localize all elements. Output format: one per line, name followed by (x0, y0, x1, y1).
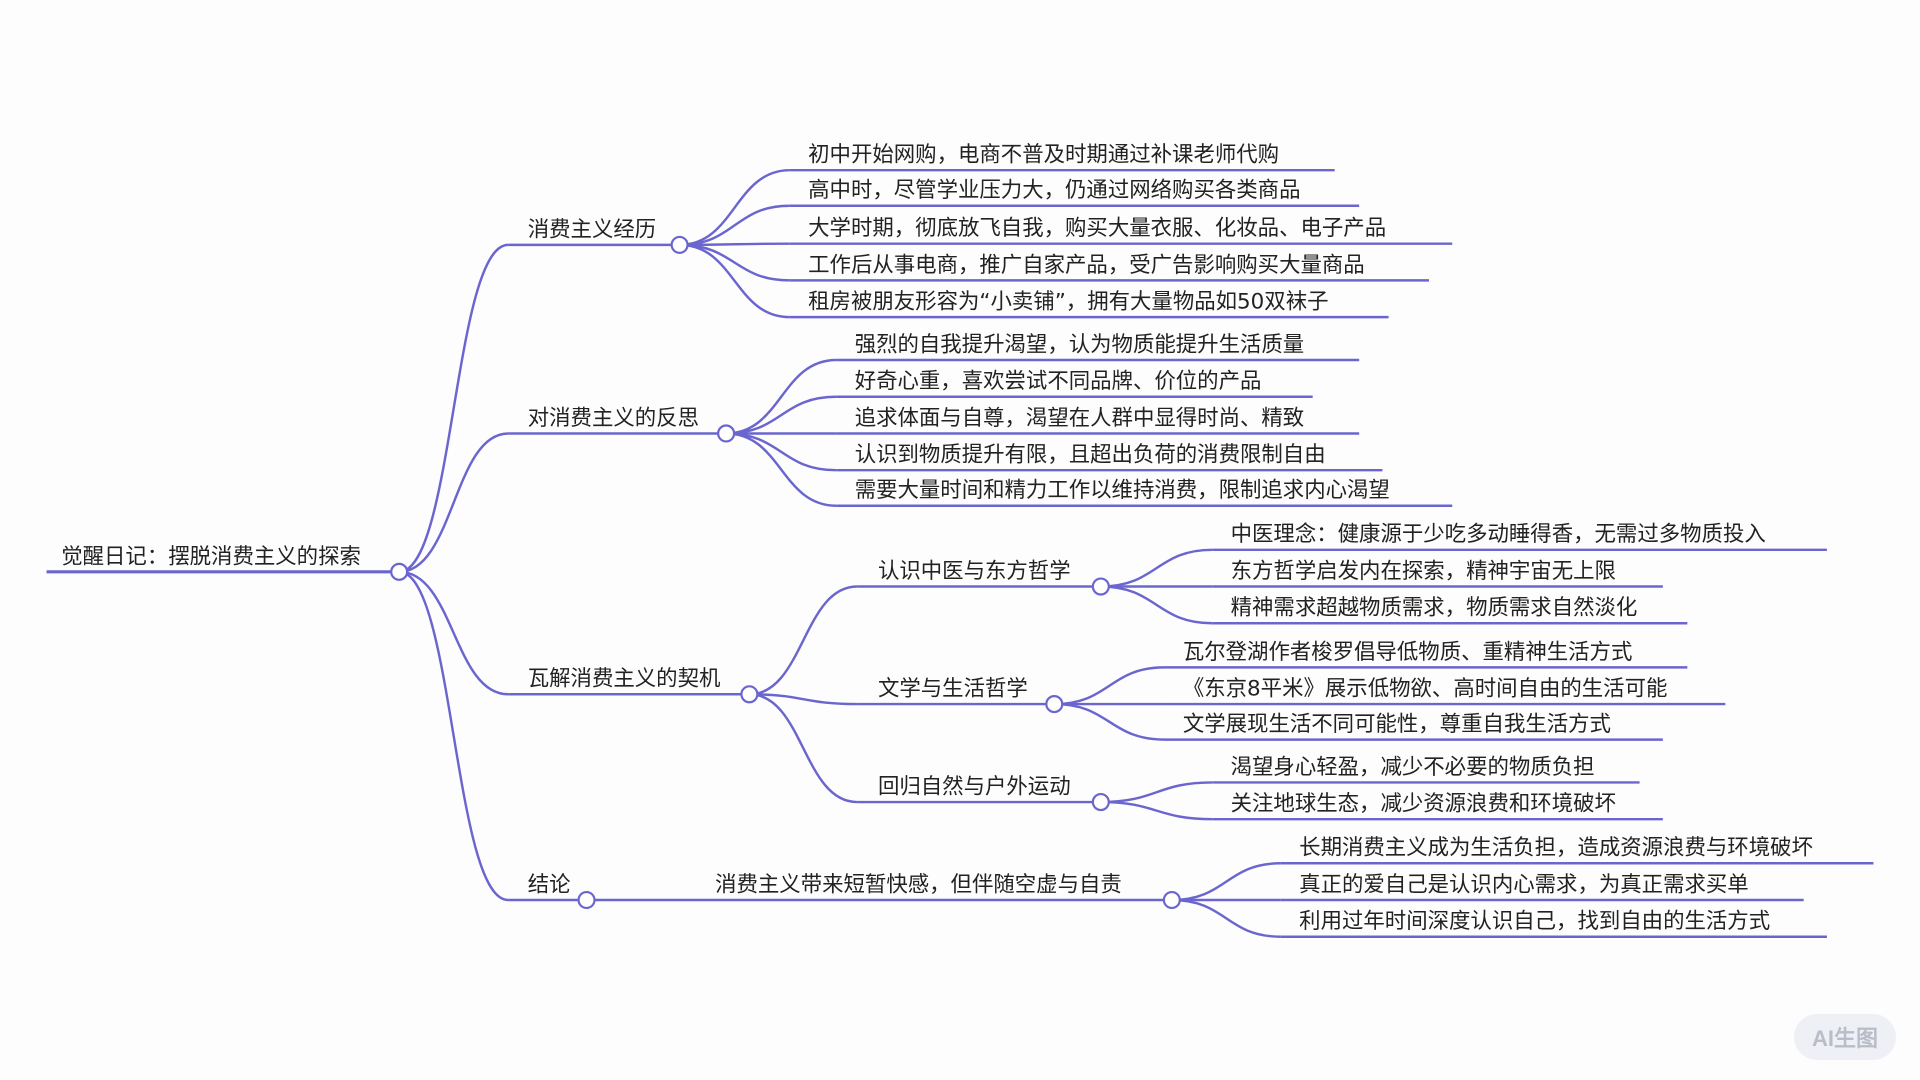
leaf-node-label[interactable]: 租房被朋友形容为“小卖铺”，拥有大量物品如50双袜子 (808, 290, 1328, 315)
topic-node-label[interactable]: 文学与生活哲学 (878, 677, 1028, 702)
leaf-node-label[interactable]: 需要大量时间和精力工作以维持消费，限制追求内心渴望 (855, 478, 1390, 503)
connector-curve (398, 570, 509, 902)
collapse-toggle-icon[interactable] (1091, 792, 1110, 812)
leaf-node-label[interactable]: 文学展现生活不同可能性，尊重自我生活方式 (1183, 712, 1611, 737)
leaf-node-label[interactable]: 工作后从事电商，推广自家产品，受广告影响购买大量商品 (808, 253, 1365, 278)
leaf-node-label[interactable]: 真正的爱自己是认识内心需求，为真正需求买单 (1299, 872, 1749, 897)
topic-node-label[interactable]: 觉醒日记：摆脱消费主义的探索 (61, 544, 361, 569)
connector-curve (1100, 548, 1213, 588)
leaf-node-label[interactable]: 好奇心重，喜欢尝试不同品牌、价位的产品 (855, 369, 1262, 394)
connector-curve (399, 432, 509, 574)
topic-node-label[interactable]: 结论 (528, 872, 571, 897)
connector-curve (1171, 862, 1281, 902)
leaf-node-label[interactable]: 瓦尔登湖作者梭罗倡导低物质、重精神生活方式 (1183, 640, 1633, 665)
leaf-node-label[interactable]: 精神需求超越物质需求，物质需求自然淡化 (1231, 596, 1638, 621)
topic-node-label[interactable]: 回归自然与户外运动 (878, 774, 1071, 799)
ai-image-badge-label: AI生图 (1811, 1026, 1878, 1051)
collapse-toggle-icon[interactable] (740, 685, 759, 704)
connector-curve (726, 432, 837, 472)
collapse-toggle-icon[interactable] (717, 424, 736, 443)
leaf-node-label[interactable]: 初中开始网购，电商不普及时期通过补课老师代购 (808, 143, 1279, 168)
topic-node-label[interactable]: 消费主义带来短暂快感，但伴随空虚与自责 (715, 872, 1122, 897)
connector-curve (398, 243, 509, 574)
connector-curve (749, 693, 858, 804)
connector-curve (679, 243, 790, 282)
connector-curve (679, 243, 790, 319)
connector-curve (399, 570, 509, 696)
connector-curve (1100, 585, 1213, 625)
leaf-node-label[interactable]: 长期消费主义成为生活负担，造成资源浪费与环境破坏 (1299, 836, 1813, 861)
leaf-node-label[interactable]: 认识到物质提升有限，且超出负荷的消费限制自由 (855, 443, 1326, 468)
connector-curve (749, 585, 858, 696)
collapse-toggle-icon[interactable] (670, 235, 689, 254)
connector-lines (46, 168, 1874, 938)
topic-node-label[interactable]: 消费主义经历 (528, 217, 656, 242)
collapse-toggle-icon[interactable] (1045, 695, 1064, 714)
collapse-toggle-icon[interactable] (577, 890, 596, 910)
leaf-node-label[interactable]: 利用过年时间深度认识自己，找到自由的生活方式 (1299, 909, 1770, 934)
connector-curve (679, 242, 790, 247)
connector-curve (726, 395, 837, 435)
connector-curve (726, 432, 837, 507)
collapse-toggle-icon[interactable] (1162, 890, 1181, 910)
leaf-node-label[interactable]: 东方哲学启发内在探索，精神宇宙无上限 (1231, 559, 1616, 584)
leaf-node-label[interactable]: 大学时期，彻底放飞自我，购买大量衣服、化妆品、电子产品 (808, 216, 1386, 241)
connector-curve (1100, 781, 1213, 804)
connector-curve (679, 168, 790, 247)
leaf-node-label[interactable]: 高中时，尽管学业压力大，仍通过网络购买各类商品 (808, 178, 1300, 203)
topic-node-label[interactable]: 瓦解消费主义的契机 (528, 667, 721, 692)
connector-curve (1054, 702, 1165, 741)
connector-curve (1054, 666, 1165, 706)
leaf-node-label[interactable]: 关注地球生态，减少资源浪费和环境破坏 (1231, 792, 1616, 817)
leaf-node-label[interactable]: 强烈的自我提升渴望，认为物质能提升生活质量 (855, 332, 1305, 357)
leaf-node-label[interactable]: 《东京8平米》展示低物欲、高时间自由的生活可能 (1183, 677, 1668, 702)
connector-curve (1100, 800, 1213, 821)
topic-node-label[interactable]: 对消费主义的反思 (528, 406, 699, 431)
ai-image-badge[interactable]: AI生图 (1794, 1014, 1896, 1060)
connector-curve (726, 358, 837, 435)
leaf-node-label[interactable]: 中医理念：健康源于少吃多动睡得香，无需过多物质投入 (1231, 522, 1766, 547)
collapse-toggle-icon[interactable] (390, 562, 409, 581)
connector-curve (749, 693, 858, 706)
connector-curve (679, 204, 790, 247)
leaf-node-label[interactable]: 追求体面与自尊，渴望在人群中显得时尚、精致 (855, 406, 1305, 431)
collapse-toggle-icon[interactable] (1091, 577, 1110, 596)
mind-map-nodes: 觉醒日记：摆脱消费主义的探索 消费主义经历 初中开始网购，电商不普及时期通过补课老师… (61, 143, 1813, 935)
connector-curve (1171, 898, 1281, 938)
topic-node-label[interactable]: 认识中医与东方哲学 (878, 559, 1071, 584)
leaf-node-label[interactable]: 渴望身心轻盈，减少不必要的物质负担 (1231, 755, 1595, 780)
